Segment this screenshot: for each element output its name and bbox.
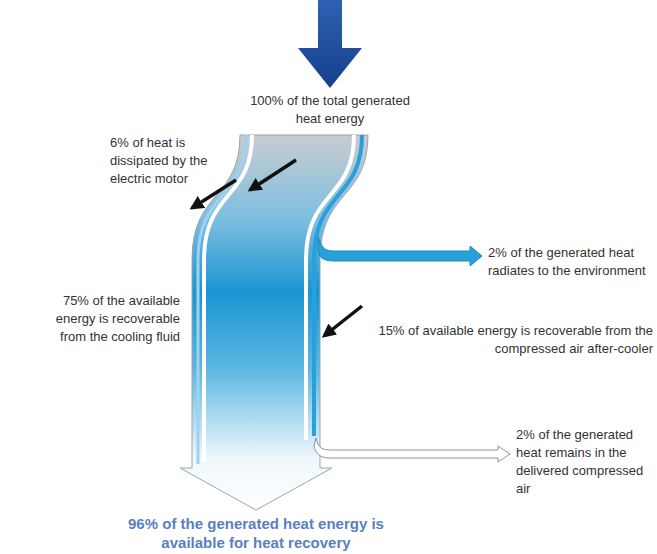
aftercooler-pointer: [324, 306, 362, 336]
radiation-branch: [318, 236, 482, 266]
aftercooler-label: 15% of available energy is recoverable f…: [373, 322, 653, 358]
motor-strip: [198, 135, 246, 464]
aftercooler-strip: [314, 135, 362, 436]
air-label: 2% of the generated heat remains in the …: [516, 426, 652, 498]
cooling-pointer: [250, 160, 296, 190]
summary-caption: 96% of the generated heat energy is avai…: [110, 514, 402, 552]
motor-pointer: [192, 180, 236, 208]
motor-label: 6% of heat is dissipated by the electric…: [110, 134, 222, 188]
radiation-label: 2% of the generated heat radiates to the…: [488, 244, 653, 280]
cooling-label: 75% of the available energy is recoverab…: [30, 292, 180, 346]
air-branch: [314, 438, 510, 462]
input-arrow: [298, 0, 362, 88]
input-label: 100% of the total generated heat energy: [245, 92, 415, 128]
